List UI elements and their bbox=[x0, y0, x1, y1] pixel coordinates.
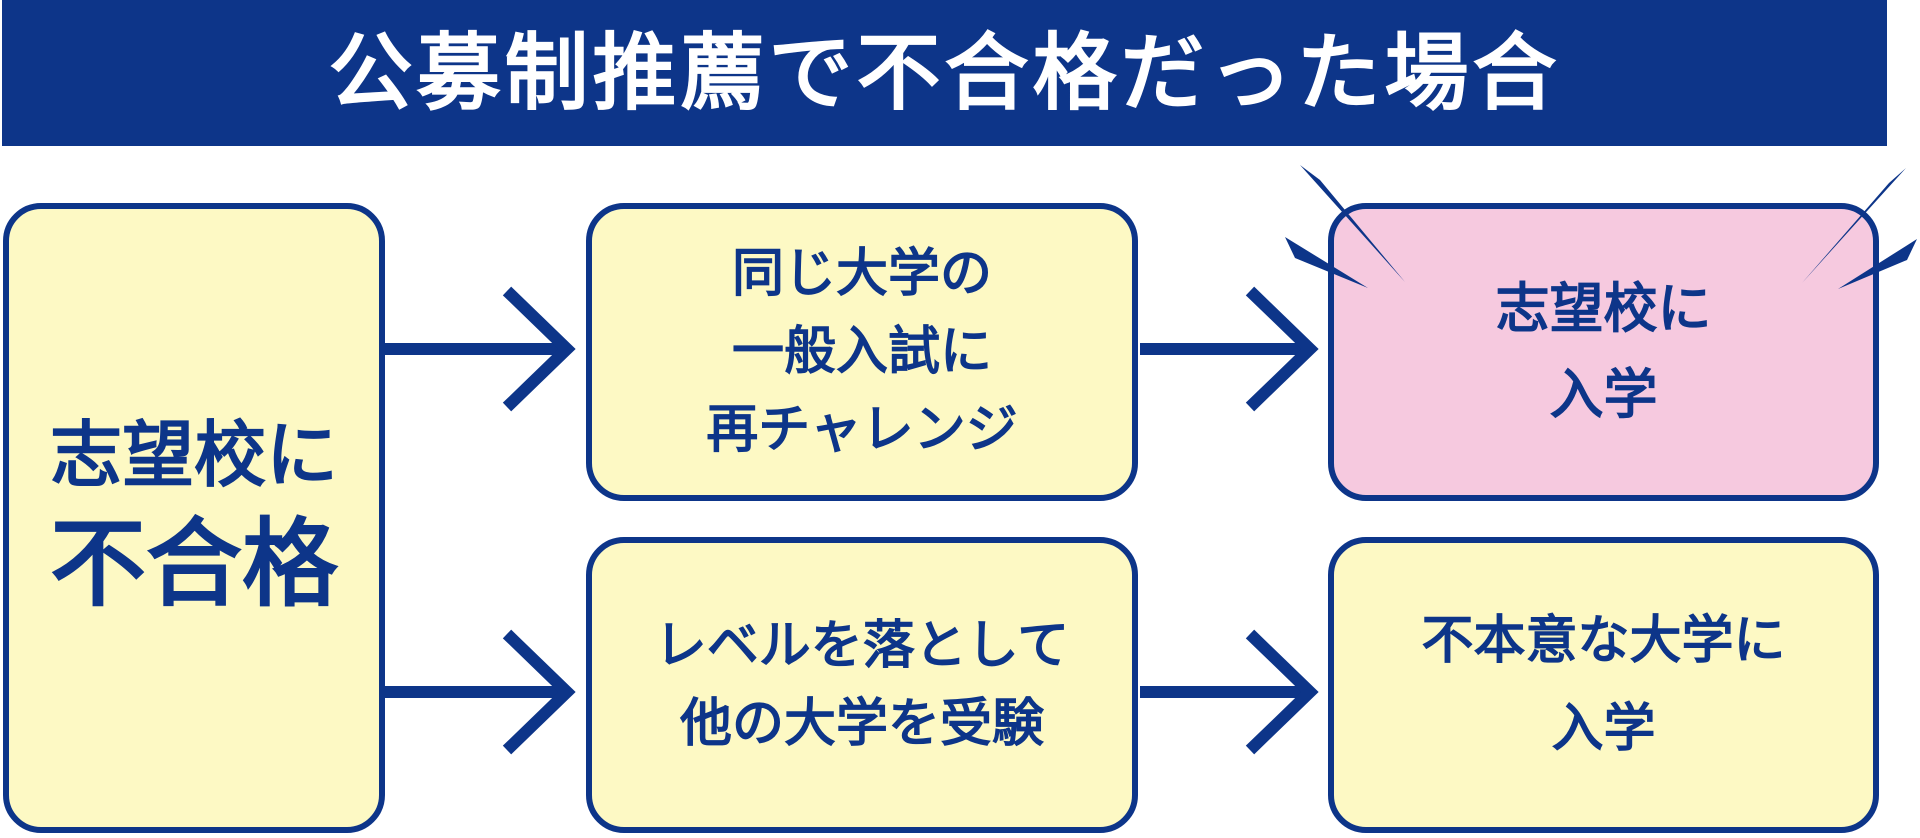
lower-line-2: 他の大学を受験 bbox=[679, 694, 1044, 754]
option-box-lower-level: レベルを落として 他の大学を受験 bbox=[586, 537, 1138, 833]
retry-line-1: 同じ大学の bbox=[731, 244, 992, 304]
arrow-lower-to-unwanted bbox=[1140, 629, 1319, 755]
arrow-start-to-retry bbox=[385, 286, 576, 412]
start-line-1: 志望校に bbox=[49, 412, 338, 497]
result-box-success: 志望校に 入学 bbox=[1328, 203, 1879, 501]
result-box-unwanted: 不本意な大学に 入学 bbox=[1328, 537, 1879, 833]
retry-line-2: 一般入試に bbox=[731, 322, 992, 382]
success-line-1: 志望校に bbox=[1495, 276, 1712, 340]
arrow-start-to-lower bbox=[385, 629, 576, 755]
header-banner: 公募制推薦で不合格だった場合 bbox=[2, 0, 1887, 146]
retry-line-3: 再チャレンジ bbox=[706, 400, 1018, 460]
option-box-retry: 同じ大学の 一般入試に 再チャレンジ bbox=[586, 203, 1138, 501]
start-line-2: 不合格 bbox=[50, 508, 338, 621]
lower-line-1: レベルを落として bbox=[654, 616, 1070, 676]
header-title: 公募制推薦で不合格だった場合 bbox=[328, 24, 1561, 122]
success-line-2: 入学 bbox=[1549, 363, 1658, 426]
arrow-retry-to-success bbox=[1140, 286, 1319, 412]
unwanted-line-1: 不本意な大学に bbox=[1421, 610, 1786, 671]
unwanted-line-2: 入学 bbox=[1551, 699, 1656, 759]
start-box-failed: 志望校に 不合格 bbox=[3, 203, 385, 833]
